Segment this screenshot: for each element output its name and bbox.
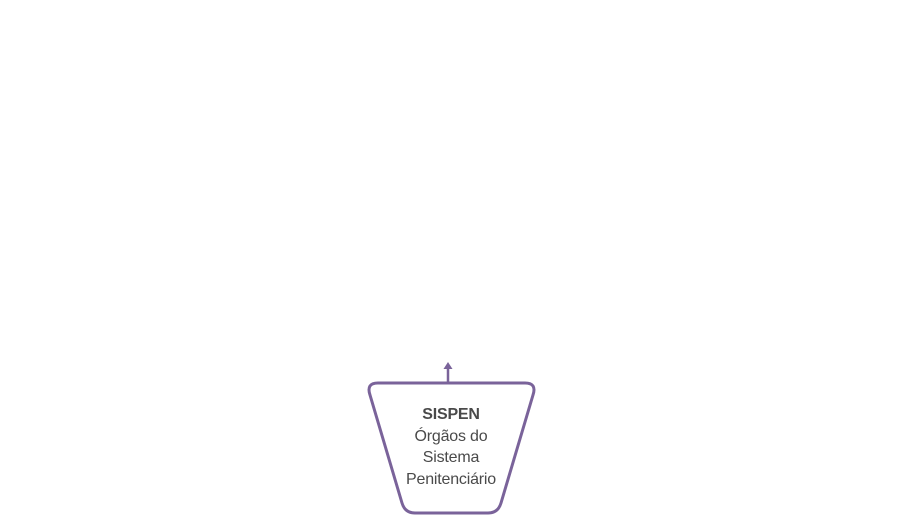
sispen-node-shape: [367, 381, 536, 515]
sispen-node-label: SISPEN Órgãos do Sistema Penitenciário: [380, 404, 522, 490]
node-title: SISPEN: [422, 406, 480, 423]
node-desc-line: Órgãos do: [414, 427, 488, 445]
node-desc-line: Penitenciário: [406, 470, 496, 488]
node-desc-line: Sistema: [422, 449, 480, 466]
arrow-up-icon: [443, 362, 453, 382]
